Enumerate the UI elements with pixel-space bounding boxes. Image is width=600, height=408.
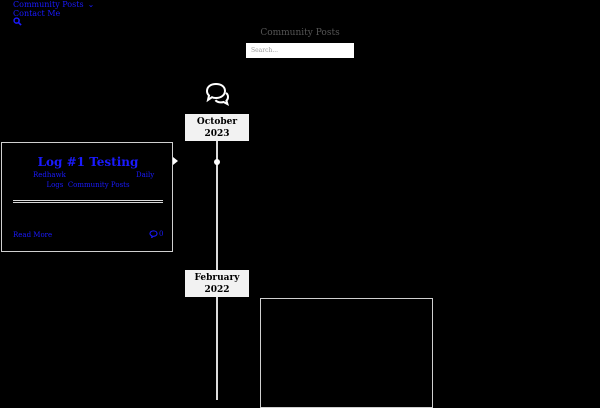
post-tag-community-posts[interactable]: Community Posts [67, 181, 130, 189]
post-card [260, 298, 433, 408]
post-card: Log #1 Testing Redhawk Daily Logs Commun… [1, 142, 173, 252]
comments-icon [205, 82, 230, 106]
chevron-down-icon: ⌄ [87, 0, 95, 9]
search-icon[interactable] [13, 17, 22, 26]
timeline-node [214, 159, 220, 165]
read-more-link[interactable]: Read More [13, 231, 53, 239]
nav-item-contact-me[interactable]: Contact Me [13, 9, 61, 18]
card-pointer [173, 157, 178, 165]
date-month: February [194, 273, 240, 283]
post-tags: Logs Community Posts [2, 181, 174, 189]
post-title-link[interactable]: Log #1 Testing [37, 155, 139, 169]
top-navigation: Community Posts⌄ Contact Me [13, 0, 94, 18]
search-input[interactable] [246, 43, 354, 58]
page-title: Community Posts [260, 28, 340, 38]
divider [13, 202, 163, 203]
timeline-date-october-2023: October 2023 [185, 114, 249, 141]
post-tag-logs[interactable]: Logs [46, 181, 64, 189]
date-month: October [196, 117, 238, 127]
post-author-link[interactable]: Redhawk [33, 171, 66, 179]
divider [13, 200, 163, 201]
nav-item-community-posts[interactable]: Community Posts⌄ [13, 0, 95, 9]
date-year: 2022 [204, 285, 230, 295]
date-year: 2023 [204, 129, 230, 139]
comments-count: 0 [159, 230, 164, 238]
comment-icon [149, 230, 158, 239]
timeline-date-february-2022: February 2022 [185, 270, 249, 297]
comments-link[interactable]: 0 [149, 230, 164, 239]
post-category-link[interactable]: Daily [136, 171, 155, 179]
